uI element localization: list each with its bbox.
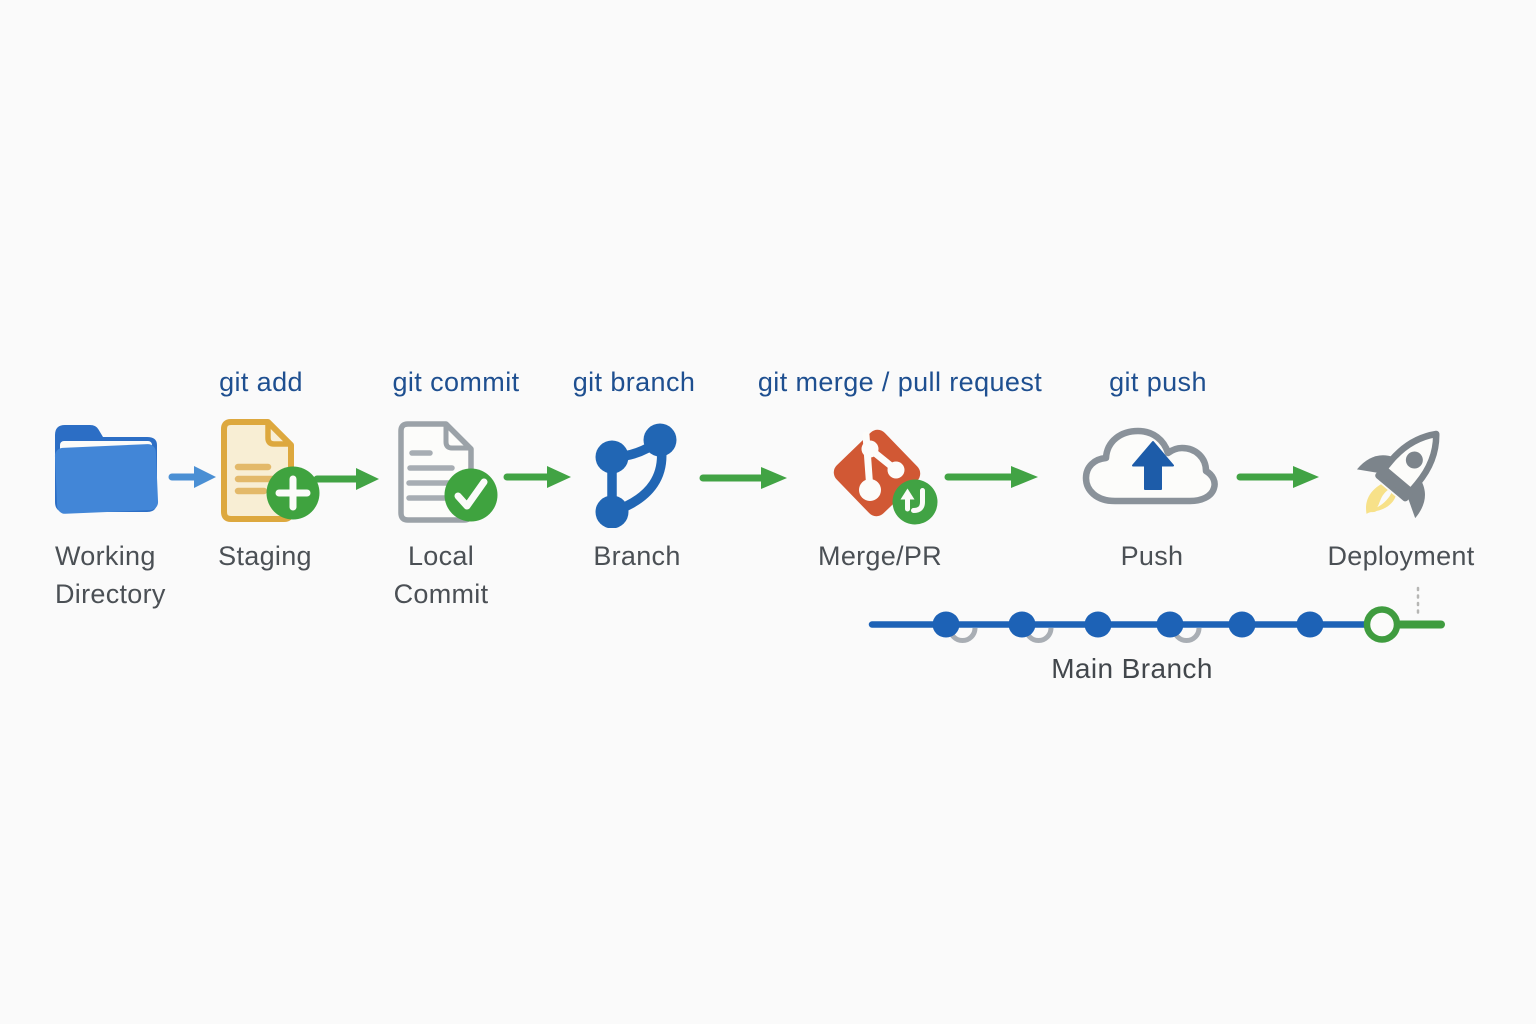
commit-dot: [1084, 611, 1112, 638]
flow-arrow-green: [1236, 466, 1319, 488]
step-label-local-commit: Local Commit: [393, 541, 489, 609]
flow-arrow-green: [699, 467, 787, 489]
step-label-working-directory: Working Directory: [55, 541, 166, 609]
step-label-staging: Staging: [218, 541, 312, 571]
flow-arrow-green: [313, 468, 379, 490]
git-branch-glyph: [859, 431, 905, 501]
command-label-git-add: git add: [219, 367, 303, 397]
commit-dot: [1296, 611, 1324, 638]
commit-dot: [1156, 611, 1184, 638]
folder-icon: [52, 421, 160, 521]
rocket-icon: [1352, 413, 1462, 536]
flow-arrow-green: [503, 466, 571, 488]
check-badge-icon: [444, 468, 498, 522]
step-label-deployment: Deployment: [1327, 541, 1475, 571]
document-text-lines: [234, 463, 279, 495]
command-label-git-push: git push: [1109, 367, 1207, 397]
git-merge-icon: [815, 417, 945, 532]
upload-arrow-icon: [1132, 441, 1174, 490]
sync-badge-icon: [892, 479, 938, 525]
command-label-git-commit: git commit: [392, 367, 520, 397]
add-badge-icon: [266, 466, 320, 520]
commit-dot: [1228, 611, 1256, 638]
committed-file-icon: [394, 414, 498, 531]
command-label-git-merge: git merge / pull request: [757, 367, 1043, 397]
step-label-push: Push: [1120, 541, 1184, 571]
flow-arrow-green: [944, 466, 1038, 488]
command-label-git-branch: git branch: [572, 367, 696, 397]
branch-icon: [585, 414, 685, 533]
main-branch-timeline: [868, 586, 1445, 643]
main-branch-label: Main Branch: [1051, 653, 1213, 684]
commit-dot: [1008, 611, 1036, 638]
commit-dot: [932, 611, 960, 638]
branch-head-circle: [1363, 606, 1401, 643]
flow-arrow-blue: [168, 466, 216, 488]
step-label-branch: Branch: [593, 541, 681, 571]
commit-dots: [932, 611, 1324, 638]
step-label-merge-pr: Merge/PR: [818, 541, 942, 571]
cloud-upload-icon: [1080, 426, 1220, 513]
staged-file-icon: [218, 414, 322, 531]
document-text-lines: [406, 450, 455, 501]
